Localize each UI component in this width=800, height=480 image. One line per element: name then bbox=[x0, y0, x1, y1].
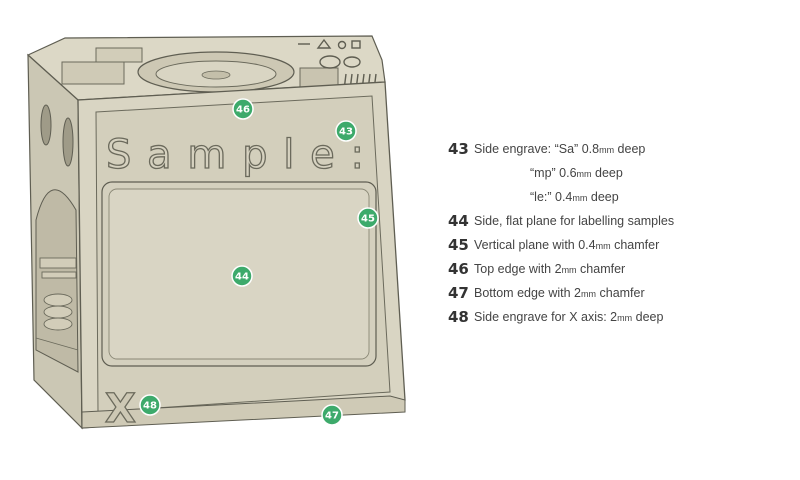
top-slot-2 bbox=[95, 47, 143, 63]
legend-number: 43 bbox=[448, 140, 469, 158]
legend-item-45: 45 Vertical plane with 0.4mm chamfer bbox=[448, 234, 659, 256]
legend-text: Side engrave for X axis: 2mm deep bbox=[474, 310, 664, 324]
legend-number: 44 bbox=[448, 212, 469, 230]
svg-text:47: 47 bbox=[325, 411, 339, 422]
legend-text: Top edge with 2mm chamfer bbox=[474, 262, 626, 276]
marker-46: 46 bbox=[232, 98, 254, 120]
legend-text: Bottom edge with 2mm chamfer bbox=[474, 286, 645, 300]
marker-45: 45 bbox=[357, 207, 379, 229]
legend-item-44: 44 Side, flat plane for labelling sample… bbox=[448, 210, 674, 232]
legend-text: Side engrave: “Sa” 0.8mm deep bbox=[474, 142, 646, 156]
top-bowl-pin bbox=[201, 70, 231, 80]
legend-number: 47 bbox=[448, 284, 469, 302]
marker-43: 43 bbox=[335, 120, 357, 142]
legend-number: 46 bbox=[448, 260, 469, 278]
left-hole-1 bbox=[40, 104, 52, 146]
legend-text: “le:” 0.4mm deep bbox=[530, 190, 619, 204]
legend-item-43: 43 Side engrave: “Sa” 0.8mm deep bbox=[448, 138, 645, 160]
engrave-x-text: X bbox=[105, 386, 136, 432]
legend-item-43-line2: “mp” 0.6mm deep bbox=[530, 162, 623, 184]
legend-text: Side, flat plane for labelling samples bbox=[474, 214, 675, 228]
marker-48: 48 bbox=[139, 394, 161, 416]
legend-text: “mp” 0.6mm deep bbox=[530, 166, 623, 180]
legend-item-46: 46 Top edge with 2mm chamfer bbox=[448, 258, 625, 280]
left-arch-opening bbox=[35, 189, 79, 373]
left-hole-2 bbox=[62, 117, 74, 167]
legend-item-48: 48 Side engrave for X axis: 2mm deep bbox=[448, 306, 663, 328]
svg-text:43: 43 bbox=[339, 127, 353, 138]
left-inner-details bbox=[35, 257, 79, 351]
legend-number: 48 bbox=[448, 308, 469, 326]
svg-text:45: 45 bbox=[361, 214, 375, 225]
svg-text:48: 48 bbox=[143, 401, 157, 412]
top-slot bbox=[61, 61, 125, 85]
bottom-chamfer bbox=[81, 395, 406, 429]
svg-text:44: 44 bbox=[235, 272, 249, 283]
legend-item-47: 47 Bottom edge with 2mm chamfer bbox=[448, 282, 645, 304]
legend-number: 45 bbox=[448, 236, 469, 254]
legend-item-43-line3: “le:” 0.4mm deep bbox=[530, 186, 619, 208]
model-render: Sample: X 46 43 45 44 48 47 bbox=[26, 35, 406, 433]
marker-47: 47 bbox=[321, 404, 343, 426]
marker-44: 44 bbox=[231, 265, 253, 287]
legend-text: Vertical plane with 0.4mm chamfer bbox=[474, 238, 660, 252]
svg-text:46: 46 bbox=[236, 105, 250, 116]
